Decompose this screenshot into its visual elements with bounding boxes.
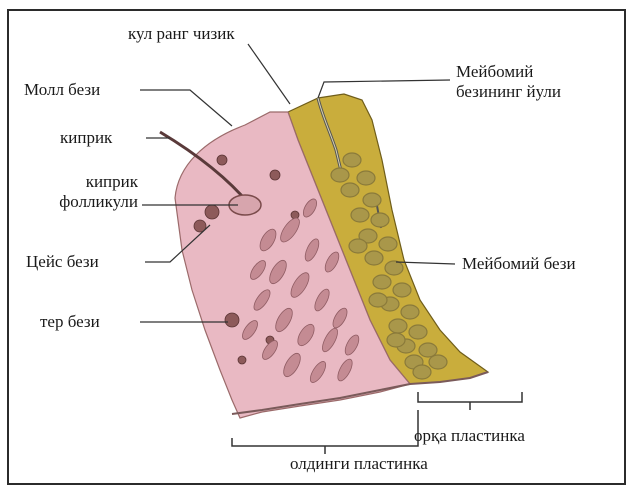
meibomian-acinus	[413, 365, 431, 379]
meibomian-acinus	[379, 237, 397, 251]
meibomian-acinus	[331, 168, 349, 182]
label-zeis-gland: Цейс бези	[26, 252, 99, 272]
label-eyelash: киприк	[60, 128, 112, 148]
skin-gland	[238, 356, 246, 364]
meibomian-acinus	[373, 275, 391, 289]
label-anterior-plate: олдинги пластинка	[290, 454, 428, 474]
label-meibomian-gland: Мейбомий бези	[462, 254, 576, 274]
label-moll-gland: Молл бези	[24, 80, 100, 100]
meibomian-acinus	[401, 305, 419, 319]
meibomian-acinus	[409, 325, 427, 339]
skin-gland	[205, 205, 219, 219]
skin-gland	[225, 313, 239, 327]
label-grey-line: кул ранг чизик	[128, 24, 235, 44]
meibomian-acinus	[393, 283, 411, 297]
meibomian-acinus	[357, 171, 375, 185]
meibomian-acinus	[349, 239, 367, 253]
meibomian-acinus	[365, 251, 383, 265]
label-sweat-gland: тер бези	[40, 312, 100, 332]
meibomian-acinus	[369, 293, 387, 307]
meibomian-acinus	[387, 333, 405, 347]
meibomian-acinus	[341, 183, 359, 197]
meibomian-acinus	[419, 343, 437, 357]
leader-grey-line	[248, 44, 290, 104]
label-posterior-plate: орқа пластинка	[414, 426, 525, 446]
posterior-plate-bracket	[418, 392, 522, 410]
anterior-plate-bracket	[232, 410, 418, 454]
label-meibomian-duct: Мейбомий безининг йули	[456, 62, 561, 102]
meibomian-acinus	[343, 153, 361, 167]
skin-gland	[217, 155, 227, 165]
label-eyelash-follicle: киприк фолликули	[30, 172, 138, 212]
meibomian-acinus	[351, 208, 369, 222]
meibomian-acinus	[363, 193, 381, 207]
meibomian-acinus	[385, 261, 403, 275]
meibomian-acinus	[389, 319, 407, 333]
leader-moll-gland	[140, 90, 232, 126]
skin-gland	[270, 170, 280, 180]
meibomian-acinus	[371, 213, 389, 227]
meibomian-acinus	[429, 355, 447, 369]
